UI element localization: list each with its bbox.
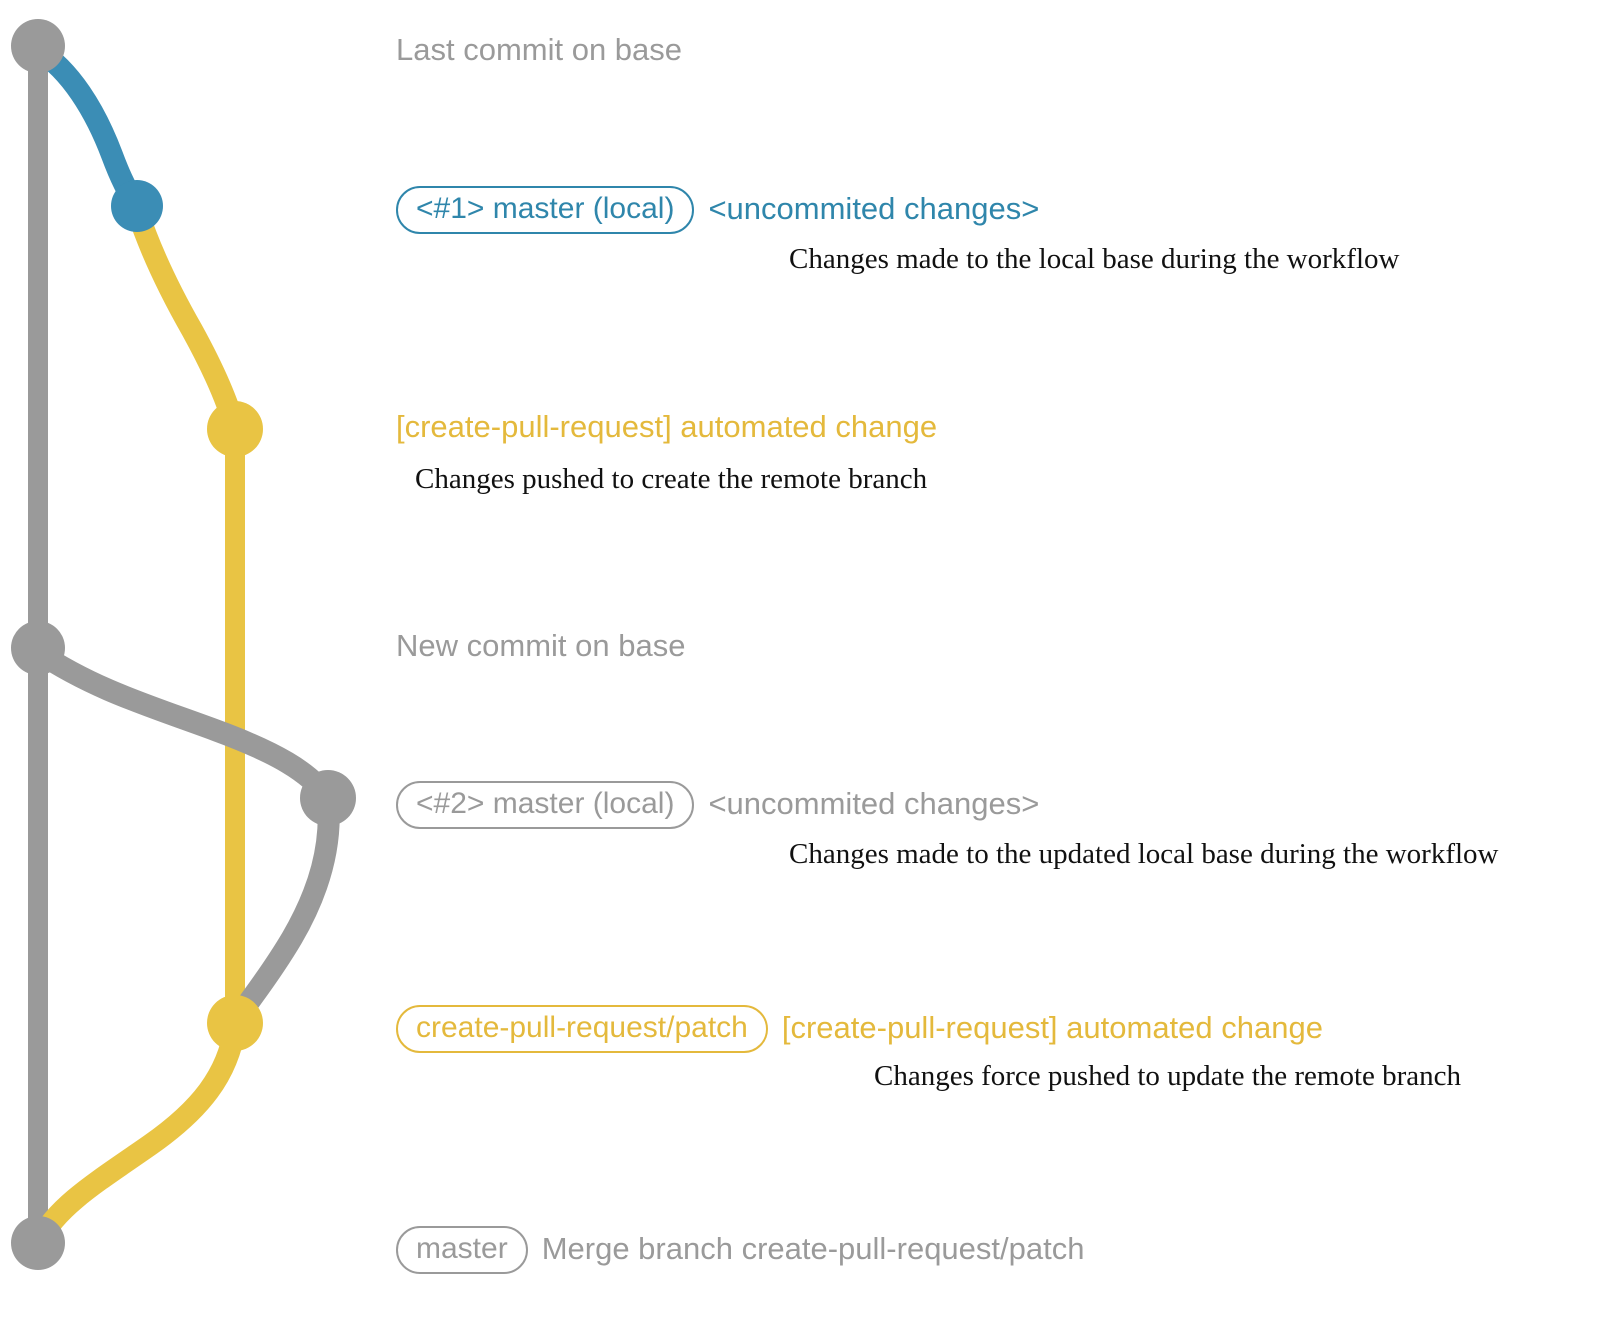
commit-subject: <uncommited changes> — [708, 786, 1040, 822]
edge-local1-to-patch1 — [126, 199, 246, 440]
row-last-commit-on-base: Last commit on base — [396, 32, 683, 67]
commit-description: Changes force pushed to update the remot… — [874, 1060, 1462, 1092]
commit-node-patch-2[interactable] — [207, 995, 263, 1051]
ref-badge-master-local-1[interactable]: <#1> master (local) — [396, 186, 695, 234]
commit-subject: [create-pull-request] automated change — [396, 409, 938, 444]
commit-subject: Last commit on base — [396, 32, 683, 67]
headline: create-pull-request/patch [create-pull-r… — [396, 1005, 1323, 1053]
ref-badge-create-pull-request-patch[interactable]: create-pull-request/patch — [396, 1005, 768, 1053]
headline: [create-pull-request] automated change — [396, 409, 938, 444]
headline: New commit on base — [396, 628, 686, 663]
row-local-uncommitted-2: <#2> master (local) <uncommited changes> — [396, 781, 1039, 829]
ref-badge-master[interactable]: master — [396, 1226, 528, 1274]
commit-node-patch-1[interactable] — [207, 401, 263, 457]
commit-subject: <uncommited changes> — [708, 191, 1040, 227]
headline: Last commit on base — [396, 32, 683, 67]
commit-node-base-new[interactable] — [11, 621, 65, 675]
headline: master Merge branch create-pull-request/… — [396, 1226, 1084, 1274]
commit-subject: New commit on base — [396, 628, 686, 663]
headline: <#1> master (local) <uncommited changes> — [396, 186, 1039, 234]
row-merge-commit: master Merge branch create-pull-request/… — [396, 1226, 1084, 1274]
row-new-commit-on-base: New commit on base — [396, 628, 686, 663]
ref-badge-master-local-2[interactable]: <#2> master (local) — [396, 781, 695, 829]
commit-node-merge-master[interactable] — [11, 1216, 65, 1270]
commit-node-local-2[interactable] — [300, 770, 356, 826]
headline: <#2> master (local) <uncommited changes> — [396, 781, 1039, 829]
commit-description: Changes made to the local base during th… — [789, 243, 1400, 275]
edge-patch2-to-merge — [29, 1016, 246, 1251]
edge-basenew-to-local2 — [27, 641, 339, 809]
commit-subject: [create-pull-request] automated change — [781, 1010, 1323, 1046]
row-local-uncommitted-1: <#1> master (local) <uncommited changes> — [396, 186, 1039, 234]
row-automated-change-2: create-pull-request/patch [create-pull-r… — [396, 1005, 1323, 1053]
commit-description: Changes pushed to create the remote bran… — [415, 463, 928, 495]
commit-node-local-1[interactable] — [111, 180, 163, 232]
row-automated-change-1: [create-pull-request] automated change — [396, 409, 938, 444]
commit-subject: Merge branch create-pull-request/patch — [541, 1231, 1085, 1267]
commit-description: Changes made to the updated local base d… — [789, 838, 1499, 870]
commit-node-base-top[interactable] — [11, 19, 65, 73]
